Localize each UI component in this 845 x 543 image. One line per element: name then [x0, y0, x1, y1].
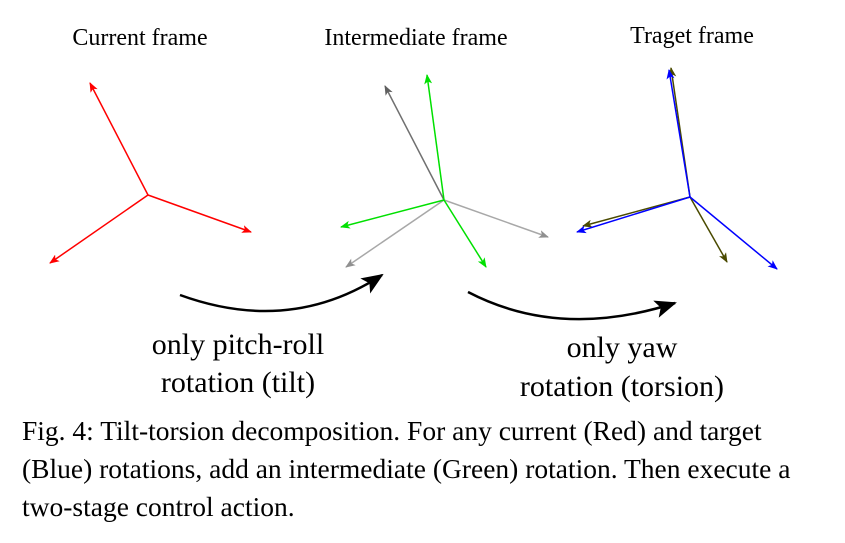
torsion-transition-arrow: [467, 290, 677, 321]
reference-axis-left: [345, 199, 445, 268]
torsion-axis-down: [689, 196, 728, 263]
reference-axis-right: [443, 199, 549, 238]
current-axis-right: [147, 194, 252, 233]
intermediate-axis-left: [340, 199, 445, 229]
target-frame-axes: [576, 67, 778, 270]
torsion-stage-label-line1: only yaw: [567, 331, 678, 364]
target-axis-left: [576, 196, 691, 234]
target-axis-right: [689, 196, 778, 270]
intermediate-frame-title: Intermediate frame: [324, 25, 507, 51]
figure-caption: Fig. 4: Tilt-torsion decomposition. For …: [22, 415, 791, 522]
tilt-stage-label-line1: only pitch-roll: [152, 328, 324, 361]
target-axis-up: [666, 69, 691, 198]
intermediate-frame-axes: [340, 74, 549, 268]
current-frame-title: Current frame: [72, 25, 207, 51]
intermediate-axis-up: [424, 74, 445, 201]
tilt-transition-arrow: [179, 273, 384, 313]
tilt-stage-label-line2: rotation (tilt): [161, 366, 315, 399]
current-frame-axes: [49, 82, 252, 264]
intermediate-axis-down: [443, 199, 487, 268]
target-frame-title: Traget frame: [630, 23, 754, 49]
tilt-torsion-diagram: Current frame Intermediate frame Traget …: [49, 23, 778, 403]
reference-axis-up: [384, 85, 445, 201]
current-axis-up: [89, 82, 149, 196]
torsion-stage-label-line2: rotation (torsion): [520, 370, 724, 403]
current-axis-left: [49, 194, 149, 264]
